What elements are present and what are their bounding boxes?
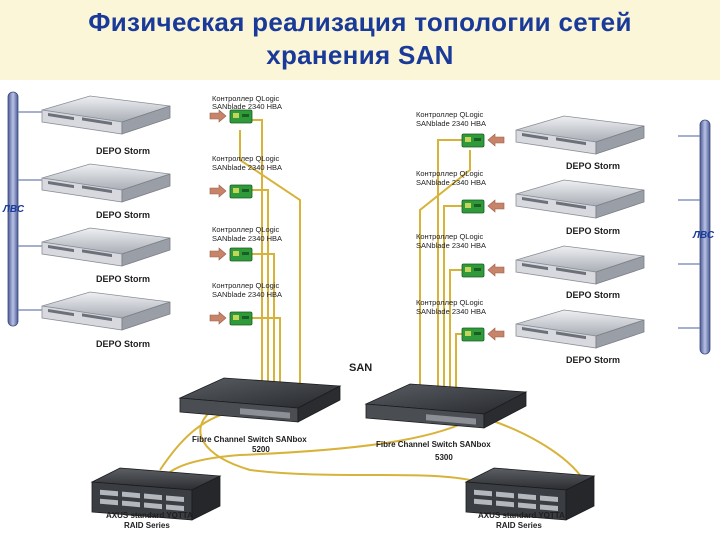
server-left-2 xyxy=(41,163,171,203)
hba-left-4: Контроллер QLogic SANblade 2340 HBA xyxy=(209,281,282,326)
hba-label-line-2: SANblade 2340 HBA xyxy=(212,163,282,172)
title-band xyxy=(0,0,720,80)
hba-label-line-1: Контроллер QLogic xyxy=(416,298,483,307)
hba-label-line-2: SANblade 2340 HBA xyxy=(416,119,486,128)
san-label: SAN xyxy=(349,362,372,374)
lan-label-right: ЛВС xyxy=(692,230,715,241)
server-right-3 xyxy=(515,245,645,285)
hba-right-2: Контроллер QLogic SANblade 2340 HBA xyxy=(416,169,505,214)
raid-left-label-line-1: AXUS standard YOTTA xyxy=(106,511,193,520)
hba-left-3: Контроллер QLogic SANblade 2340 HBA xyxy=(209,225,282,262)
hba-label-line-1: Контроллер QLogic xyxy=(212,154,279,163)
lan-links xyxy=(18,111,700,329)
title-line-2: хранения SAN xyxy=(266,40,454,70)
server-right-2 xyxy=(515,179,645,219)
hba-label-line-1: Контроллер QLogic xyxy=(212,281,279,290)
server-label: DEPO Storm xyxy=(96,274,150,284)
hba-label-line-2: SANblade 2340 HBA xyxy=(416,241,486,250)
hba-label-line-1: Контроллер QLogic xyxy=(416,169,483,178)
server-label: DEPO Storm xyxy=(566,290,620,300)
server-right-4 xyxy=(515,309,645,349)
hba-label-line-2: SANblade 2340 HBA xyxy=(416,307,486,316)
server-left-4 xyxy=(41,291,171,331)
raid-right-label-line-2: RAID Series xyxy=(496,521,542,530)
hba-label-line-1: Контроллер QLogic xyxy=(416,232,483,241)
hba-right-1: Контроллер QLogic SANblade 2340 HBA xyxy=(416,110,505,148)
server-right-1 xyxy=(515,115,645,155)
fc-switch-5200 xyxy=(179,377,341,423)
fc-switch-5300 xyxy=(365,383,527,429)
server-label: DEPO Storm xyxy=(96,210,150,220)
raid-right-label-line-1: AXUS standard YOTTA xyxy=(478,511,565,520)
lan-pipe-right xyxy=(699,119,711,355)
hba-label-line-1: Контроллер QLogic xyxy=(212,94,279,103)
hba-label-line-2: SANblade 2340 HBA xyxy=(212,290,282,299)
hba-label-line-2: SANblade 2340 HBA xyxy=(416,178,486,187)
page-title: Физическая реализация топологии сетей хр… xyxy=(0,6,720,72)
switch-2-label-line-2: 5300 xyxy=(435,453,453,462)
raid-left-label-line-2: RAID Series xyxy=(124,521,170,530)
server-left-1 xyxy=(41,95,171,135)
server-label: DEPO Storm xyxy=(96,146,150,156)
lan-pipe-left xyxy=(7,91,19,327)
title-line-1: Физическая реализация топологии сетей xyxy=(88,7,632,37)
server-label: DEPO Storm xyxy=(566,355,620,365)
server-label: DEPO Storm xyxy=(566,226,620,236)
server-label: DEPO Storm xyxy=(96,339,150,349)
fiber-cables xyxy=(159,119,581,481)
hba-right-4: Контроллер QLogic SANblade 2340 HBA xyxy=(416,298,505,342)
lan-label-left: ЛВС xyxy=(2,204,25,215)
hba-label-line-2: SANblade 2340 HBA xyxy=(212,234,282,243)
switch-2-label-line-1: Fibre Channel Switch SANbox xyxy=(376,440,491,449)
hba-label-line-1: Контроллер QLogic xyxy=(416,110,483,119)
hba-label-line-2: SANblade 2340 HBA xyxy=(212,102,282,111)
server-left-3 xyxy=(41,227,171,267)
hba-label-line-1: Контроллер QLogic xyxy=(212,225,279,234)
hba-left-1: Контроллер QLogic SANblade 2340 HBA xyxy=(209,94,282,124)
switch-1-label-line-2: 5200 xyxy=(252,445,270,454)
switch-1-label-line-1: Fibre Channel Switch SANbox xyxy=(192,435,307,444)
hba-left-2: Контроллер QLogic SANblade 2340 HBA xyxy=(209,154,282,199)
hba-right-3: Контроллер QLogic SANblade 2340 HBA xyxy=(416,232,505,278)
server-label: DEPO Storm xyxy=(566,161,620,171)
